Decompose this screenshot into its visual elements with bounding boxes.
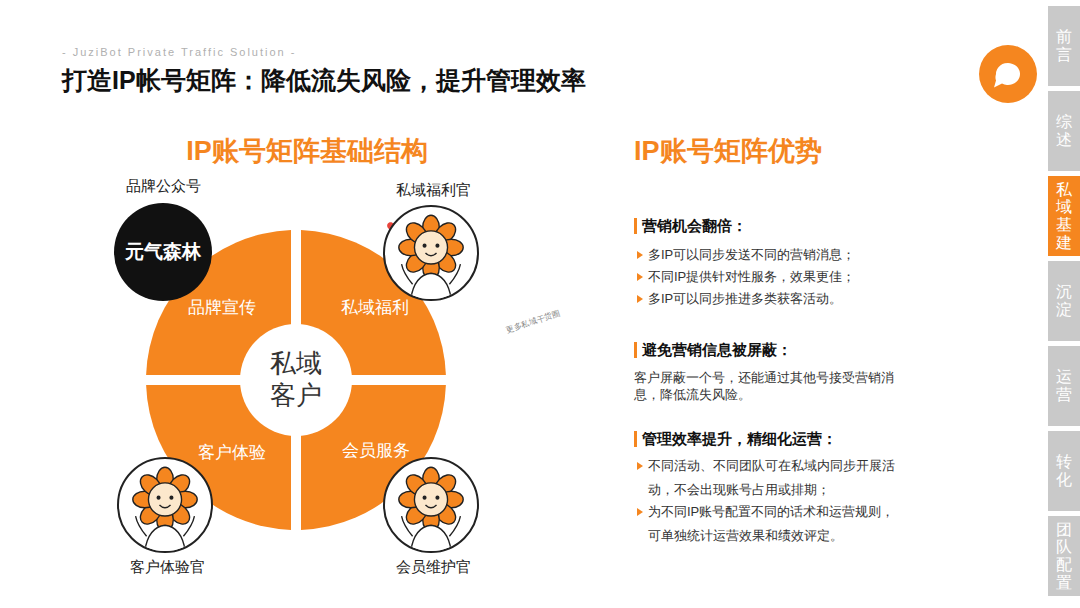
watermark: 更多私域干货圈 xyxy=(505,308,562,336)
mascot-illustration xyxy=(119,459,211,551)
point-heading: 避免营销信息被屏蔽： xyxy=(642,340,792,360)
section-heading: IP账号矩阵优势 xyxy=(634,133,822,169)
tab-label: 综述 xyxy=(1056,113,1072,148)
role-label: 私域福利官 xyxy=(363,180,503,200)
mascot-illustration xyxy=(133,467,197,551)
bullet-marker xyxy=(636,508,644,516)
role-label: 客户体验官 xyxy=(97,557,237,577)
quadrant-label: 会员服务 xyxy=(342,439,410,462)
bullet-marker xyxy=(636,295,644,303)
heading-bar xyxy=(634,218,637,234)
tab-label: 转化 xyxy=(1056,453,1072,488)
bullet-text: 多IP可以同步发送不同的营销消息； xyxy=(648,244,918,266)
bullet-text: 为不同IP账号配置不同的话术和运营规则，可单独统计运营效果和绩效评定。 xyxy=(648,500,906,548)
tab-label: 运营 xyxy=(1056,368,1072,403)
brand-circle: 品牌公众号元气森林 xyxy=(114,203,212,301)
bullet-marker xyxy=(637,508,643,516)
tab-label: 团队配置 xyxy=(1056,521,1072,591)
role-label: 会员维护官 xyxy=(363,557,503,577)
role-label: 品牌公众号 xyxy=(93,176,233,196)
slide-title: 打造IP帐号矩阵：降低流失风险，提升管理效率 xyxy=(62,64,586,97)
bullet-marker xyxy=(637,251,643,259)
tab-label: 沉淀 xyxy=(1056,283,1072,318)
mascot-circle: 会员维护官 xyxy=(383,457,479,553)
bullet-text: 不同IP提供针对性服务，效果更佳； xyxy=(648,266,918,288)
bullet-marker xyxy=(636,273,644,281)
mascot-illustration xyxy=(399,467,463,551)
logo xyxy=(979,45,1037,103)
brand-name: 元气森林 xyxy=(125,239,201,265)
quadrant-label: 客户体验 xyxy=(198,441,266,464)
nav-tab: 私域基建 xyxy=(1048,176,1080,256)
mascot-illustration xyxy=(385,459,477,551)
center-circle: 私域 客户 xyxy=(240,324,352,436)
subtitle: - JuziBot Private Traffic Solution - xyxy=(62,46,296,58)
nav-tab: 综述 xyxy=(1048,91,1080,171)
tab-label: 前言 xyxy=(1056,28,1072,63)
point-heading: 管理效率提升，精细化运营： xyxy=(642,429,837,449)
mascot-illustration xyxy=(399,215,463,299)
quadrant-label: 品牌宣传 xyxy=(188,296,256,319)
quadrant-label: 私域福利 xyxy=(341,296,409,319)
point-heading: 营销机会翻倍： xyxy=(642,216,747,236)
nav-tab: 沉淀 xyxy=(1048,261,1080,341)
heading-bar xyxy=(634,431,637,447)
bullet-marker xyxy=(636,251,644,259)
bullet-marker xyxy=(637,273,643,281)
bullet-text: 多IP可以同步推进多类获客活动。 xyxy=(648,288,918,310)
center-label: 私域 客户 xyxy=(269,348,324,411)
paragraph-text: 客户屏蔽一个号，还能通过其他号接受营销消息，降低流失风险。 xyxy=(634,369,908,403)
nav-tab: 运营 xyxy=(1048,346,1080,426)
nav-tab: 前言 xyxy=(1048,6,1080,86)
bullet-marker xyxy=(636,462,644,470)
mascot-circle: 私域福利官 xyxy=(383,205,479,301)
heading-bar xyxy=(634,342,637,358)
bullet-text: 不同活动、不同团队可在私域内同步开展活动，不会出现账号占用或排期； xyxy=(648,454,906,502)
mascot-circle: 客户体验官 xyxy=(117,457,213,553)
nav-tab: 转化 xyxy=(1048,431,1080,511)
bullet-marker xyxy=(637,295,643,303)
nav-tab: 团队配置 xyxy=(1048,516,1080,596)
bullet-marker xyxy=(637,462,643,470)
section-heading: IP账号矩阵基础结构 xyxy=(186,133,428,169)
mascot-illustration xyxy=(385,207,477,299)
tab-label: 私域基建 xyxy=(1056,181,1072,251)
